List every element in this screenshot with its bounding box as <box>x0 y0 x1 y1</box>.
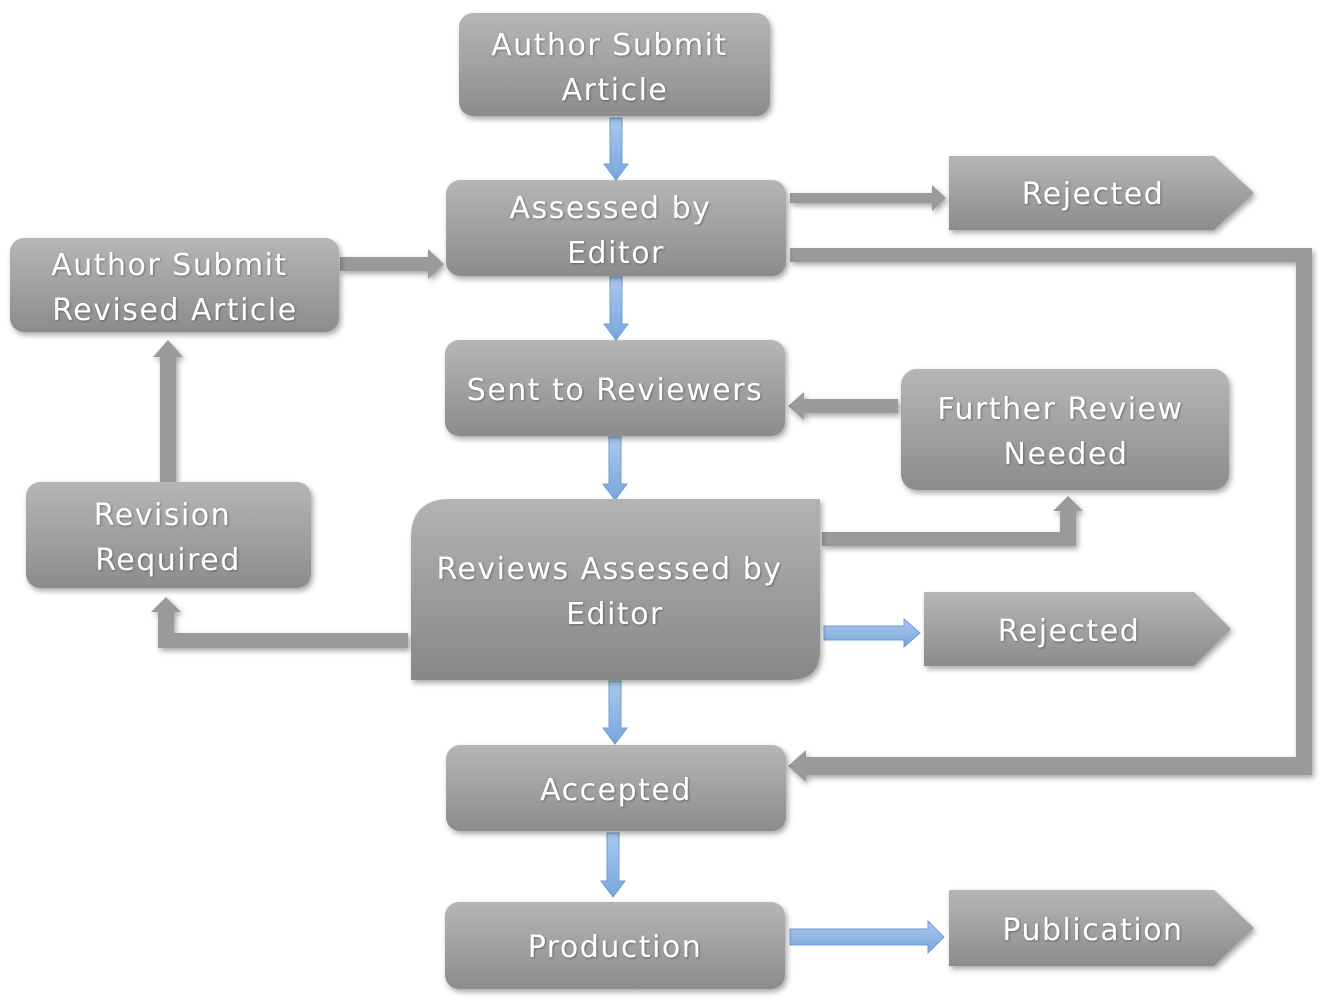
arrow-assessed-to-accepted <box>788 248 1312 782</box>
label-production: Production <box>528 930 703 965</box>
label-author-submit-revised: Author Submit Revised Article <box>51 248 299 328</box>
gray-connectors <box>151 185 1312 782</box>
arrow-revision-to-revised <box>153 340 183 482</box>
box-sent-to-reviewers <box>445 340 785 436</box>
arrow-author-to-assessed <box>603 117 629 181</box>
box-author-submit-article <box>459 13 770 116</box>
labels: Author Submit Article Assessed by Editor… <box>51 28 1194 965</box>
box-author-submit-revised <box>10 238 339 332</box>
arrow-reviews-to-further <box>822 496 1083 546</box>
arrow-reviews-to-rejected <box>823 617 921 649</box>
arrow-production-to-publication <box>789 919 945 955</box>
arrow-reviews-to-revision <box>151 597 408 648</box>
arrow-further-to-sent <box>788 392 898 420</box>
arrow-sent-to-reviews <box>602 436 628 501</box>
arrow-accepted-to-production <box>600 832 626 898</box>
label-author-submit-article: Author Submit Article <box>491 28 739 108</box>
box-further-review-needed <box>901 369 1229 490</box>
box-publication <box>949 890 1254 966</box>
label-accepted: Accepted <box>540 773 692 808</box>
label-revision-required: Revision Required <box>94 498 242 578</box>
label-sent-to-reviewers: Sent to Reviewers <box>467 373 763 408</box>
boxes <box>10 13 1254 989</box>
arrow-revised-to-assessed <box>340 249 444 279</box>
arrow-assessed-to-rejected <box>790 185 946 211</box>
label-rejected-2: Rejected <box>998 614 1141 649</box>
box-production <box>445 902 785 989</box>
label-assessed-by-editor: Assessed by Editor <box>510 191 723 271</box>
box-revision-required <box>26 482 311 588</box>
label-reviews-assessed-by-editor: Reviews Assessed by Editor <box>436 552 793 632</box>
box-rejected-2 <box>924 592 1231 666</box>
arrow-reviews-to-accepted <box>602 680 628 745</box>
box-rejected-1 <box>949 156 1254 230</box>
box-reviews-assessed-by-editor <box>411 499 820 680</box>
label-publication: Publication <box>1002 913 1183 948</box>
arrow-assessed-to-sent <box>603 276 629 341</box>
blue-connectors <box>600 117 945 955</box>
label-further-review-needed: Further Review Needed <box>937 392 1194 472</box>
label-rejected-1: Rejected <box>1022 177 1165 212</box>
box-assessed-by-editor <box>446 180 786 276</box>
box-accepted <box>446 745 786 831</box>
